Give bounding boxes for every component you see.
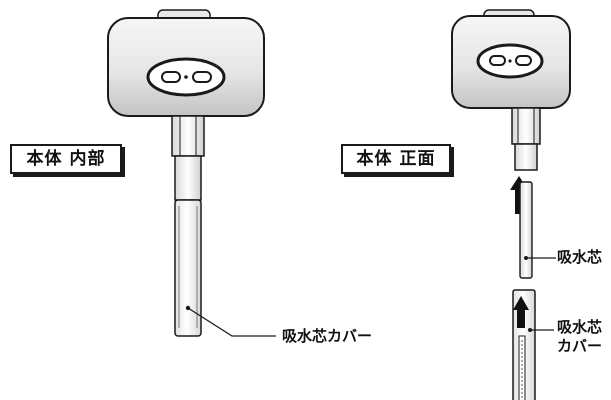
label-front-body: 本体 正面 [341, 144, 451, 174]
lower-insert-arrow [513, 296, 529, 328]
left-neck [171, 115, 205, 157]
left-wick-cover [174, 199, 202, 337]
wick-rod [519, 181, 533, 279]
right-humidifier-unit [451, 9, 571, 400]
right-neck [511, 107, 541, 145]
label-wick-cover-left: 吸水芯カバー [282, 327, 373, 345]
left-switch-panel [146, 57, 226, 97]
left-shaft [174, 155, 202, 201]
label-inner-body: 本体 内部 [10, 144, 122, 174]
label-wick-cover-right: 吸水芯 カバー [557, 318, 602, 356]
label-wick: 吸水芯 [557, 248, 603, 266]
right-switch-panel [476, 43, 544, 79]
right-shaft-stub [514, 143, 538, 171]
left-callout-line [187, 307, 276, 337]
label-wick-cover-right-line2: カバー [557, 337, 603, 355]
label-wick-cover-right-line1: 吸水芯 [557, 318, 603, 336]
left-humidifier-unit [107, 9, 276, 337]
